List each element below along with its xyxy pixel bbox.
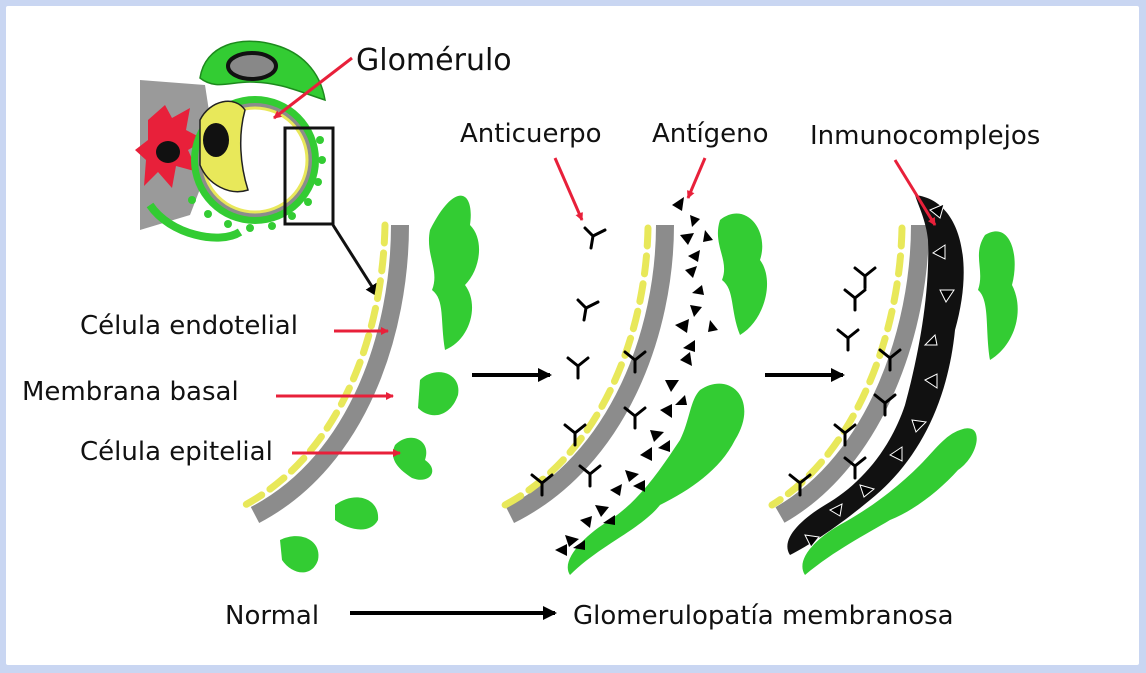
pointer-inmunocomplejos — [893, 159, 937, 226]
label-normal: Normal — [225, 601, 319, 631]
podocyte-arc — [146, 202, 243, 242]
pointer-anticuerpo — [553, 157, 584, 221]
label-glomerulopatia: Glomerulopatía membranosa — [573, 601, 954, 631]
epithelium-complexes — [802, 231, 1018, 575]
label-antigeno: Antígeno — [652, 119, 769, 149]
pointer-antigeno — [686, 157, 707, 199]
basement-membrane-antigen — [505, 224, 674, 524]
podocyte-nucleus — [226, 51, 278, 81]
label-inmunocomplejos: Inmunocomplejos — [810, 121, 1040, 151]
basement-membrane-normal — [250, 224, 409, 523]
mesangial-nucleus — [156, 141, 180, 163]
endothelial-nucleus — [203, 123, 229, 157]
endothelium-normal — [241, 221, 389, 509]
pointer-glomerulo — [273, 56, 353, 120]
epithelium-antigen — [567, 213, 768, 575]
foot-processes-inset — [188, 136, 326, 232]
zoom-box — [283, 126, 335, 226]
epithelium-normal — [280, 195, 480, 573]
label-celula-epitelial: Célula epitelial — [80, 437, 273, 467]
label-glomerulo: Glomérulo — [356, 43, 512, 78]
glomerulus-inset — [135, 40, 380, 298]
antibodies-bound — [788, 266, 902, 497]
label-membrana-basal: Membrana basal — [22, 377, 239, 407]
antigen-deposits — [555, 197, 718, 556]
immune-complex-band — [787, 195, 964, 555]
immune-complex-shards — [804, 203, 955, 548]
zoom-arrow — [331, 224, 380, 298]
panel-antigen — [501, 197, 768, 575]
basement-membrane-complexes — [775, 224, 929, 523]
antibodies-free — [530, 226, 647, 497]
label-anticuerpo: Anticuerpo — [460, 119, 602, 149]
panel-normal — [241, 195, 480, 573]
label-celula-endotelial: Célula endotelial — [80, 311, 298, 341]
panel-immune-complexes — [768, 195, 1018, 575]
